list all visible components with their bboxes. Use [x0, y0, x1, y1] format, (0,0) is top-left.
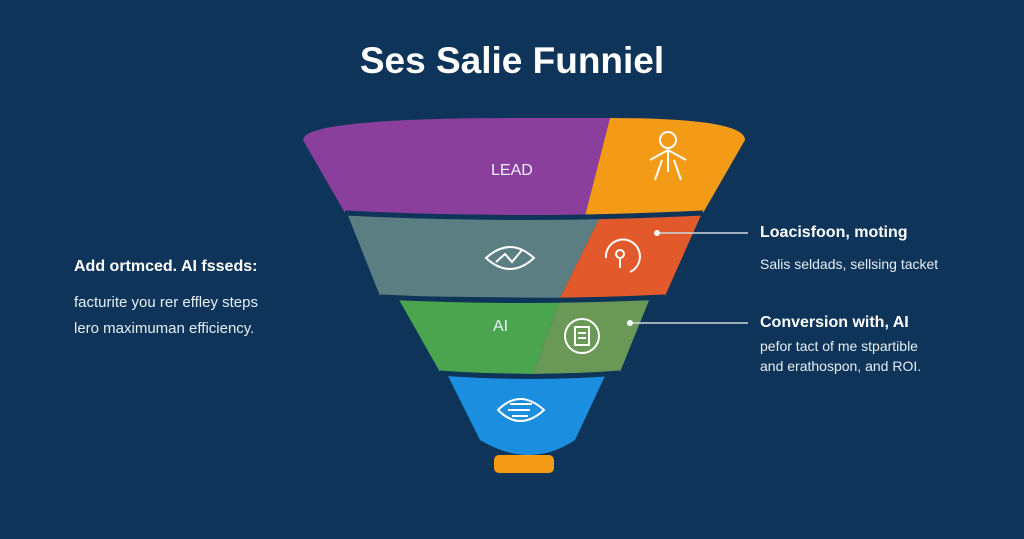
stage-label-lead: LEAD: [491, 162, 533, 179]
eye-chart-icon: [484, 246, 536, 270]
stage-3-right: [533, 298, 650, 374]
right-note-text: pefor tact of me stpartible and erathosp…: [760, 336, 921, 376]
eye-document-icon: [496, 398, 546, 422]
stage-label-ai: AI: [493, 318, 509, 335]
funnel-stage-lead: [303, 118, 745, 216]
right-note-line: Salis seldads, sellsing tacket: [760, 256, 939, 272]
separator: [439, 370, 621, 379]
funnel-stage-ai: [398, 298, 650, 374]
page-title: Ses Salie Funniel: [359, 40, 665, 81]
stage-2-left: [347, 213, 600, 298]
right-note-heading: Conversion with, AI: [760, 314, 909, 331]
right-note-line: pefor tact of me stpartible: [760, 338, 918, 354]
funnel-stage-2: [347, 213, 702, 298]
separator: [344, 210, 704, 220]
network-person-icon: [649, 131, 687, 181]
right-note-text: Salis seldads, sellsing tacket: [760, 254, 938, 274]
stage-1-left: [303, 118, 610, 216]
connector-dot: [654, 230, 660, 236]
stage-3-left: [398, 298, 560, 374]
stage-1-right: [585, 118, 745, 216]
right-note-line: and erathospon, and ROI.: [760, 358, 922, 374]
left-note-text: facturite you rer effley steps lero maxi…: [74, 290, 258, 342]
left-note-line: facturite you rer effley steps: [74, 294, 258, 311]
stage-2-right: [560, 213, 702, 298]
connector-line: [630, 232, 748, 324]
funnel-spout: [494, 455, 554, 473]
right-note-heading: Loacisfoon, moting: [760, 224, 908, 241]
connector-dot: [627, 320, 633, 326]
document-cycle-icon: [564, 318, 600, 354]
cycle-icon: [604, 238, 641, 273]
left-note-heading: Add ortmced. AI fsseds:: [74, 258, 258, 275]
left-note-line: lero maximuman efficiency.: [74, 320, 255, 337]
separator: [379, 294, 666, 303]
